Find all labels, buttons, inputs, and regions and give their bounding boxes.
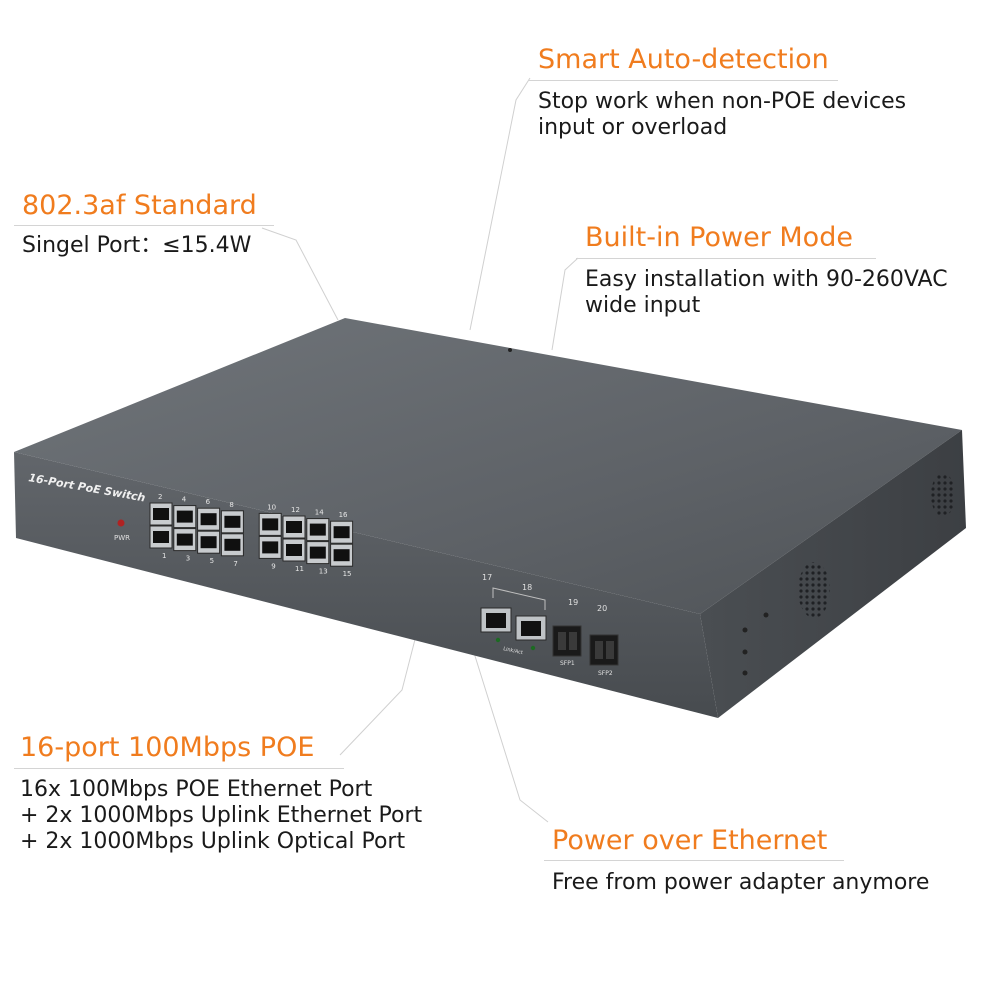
poe-port[interactable] <box>173 505 197 529</box>
callout-line: + 2x 1000Mbps Uplink Ethernet Port <box>20 803 423 828</box>
callout-line: 16x 100Mbps POE Ethernet Port <box>20 777 373 802</box>
uplink-port-18[interactable] <box>515 615 547 641</box>
poe-port[interactable] <box>258 512 282 536</box>
port-number-label: 11 <box>295 565 304 573</box>
sfp2-label: SFP2 <box>598 670 613 677</box>
callout-title: 16-port 100Mbps POE <box>20 732 315 763</box>
poe-port[interactable] <box>173 528 197 552</box>
leader-lines <box>261 77 579 823</box>
poe-port[interactable] <box>149 502 173 526</box>
callout-line: Free from power adapter anymore <box>552 870 930 895</box>
uplink-number-17: 17 <box>482 573 492 582</box>
callout-standard: 802.3af Standard Singel Port：≤15.4W <box>22 189 257 259</box>
callout-poe: Power over Ethernet Free from power adap… <box>552 824 929 896</box>
sfp-port-19[interactable] <box>552 625 582 657</box>
poe-port[interactable] <box>306 518 330 542</box>
port-number-label: 3 <box>186 555 190 563</box>
callout-line: Stop work when non-POE devices <box>538 89 907 114</box>
port-number-label: 5 <box>210 557 214 565</box>
divider <box>576 258 876 259</box>
power-label: PWR <box>114 534 130 542</box>
port-number-label: 10 <box>267 503 276 511</box>
callout-smart-auto-detection: Smart Auto-detection Stop work when non-… <box>538 43 906 141</box>
poe-port[interactable] <box>220 533 244 557</box>
callout-line: input or overload <box>538 115 728 140</box>
callout-power-mode: Built-in Power Mode Easy installation wi… <box>585 221 948 319</box>
port-number-label: 12 <box>291 506 300 514</box>
callout-line: wide input <box>585 293 701 318</box>
poe-port[interactable] <box>330 520 354 544</box>
poe-port[interactable] <box>330 543 354 567</box>
link-act-label: Link/Act <box>503 646 524 656</box>
poe-port[interactable] <box>149 525 173 549</box>
uplink-number-18: 18 <box>522 583 532 592</box>
port-number-label: 1 <box>162 552 166 560</box>
callout-line: Singel Port：≤15.4W <box>22 233 252 258</box>
sfp1-label: SFP1 <box>560 660 575 667</box>
divider <box>14 768 344 769</box>
poe-port[interactable] <box>197 507 221 531</box>
port-number-label: 16 <box>339 511 348 519</box>
callout-title: Smart Auto-detection <box>538 44 829 75</box>
link-led-18 <box>530 645 536 651</box>
callout-line: + 2x 1000Mbps Uplink Optical Port <box>20 829 406 854</box>
port-number-label: 15 <box>343 570 352 578</box>
uplink-port-17[interactable] <box>480 607 512 633</box>
vent-grille-rear <box>931 473 955 517</box>
link-led-17 <box>495 637 501 643</box>
uplink-number-20: 20 <box>597 604 607 613</box>
side-screws <box>508 348 769 676</box>
poe-port[interactable] <box>282 515 306 539</box>
port-number-label: 8 <box>229 501 233 509</box>
power-led <box>117 519 125 527</box>
uplink-number-19: 19 <box>568 598 578 607</box>
divider <box>14 225 274 226</box>
chassis-top <box>14 318 962 614</box>
sfp-port-20[interactable] <box>589 634 619 666</box>
poe-port[interactable] <box>306 541 330 565</box>
divider <box>544 860 844 861</box>
poe-port[interactable] <box>220 510 244 534</box>
vent-grille-front <box>798 562 830 618</box>
port-number-label: 9 <box>271 562 275 570</box>
port-number-label: 6 <box>206 498 211 506</box>
callout-title: Power over Ethernet <box>552 825 828 856</box>
port-number-label: 13 <box>319 568 328 576</box>
divider <box>528 80 838 81</box>
poe-port[interactable] <box>197 530 221 554</box>
port-number-label: 2 <box>158 493 162 501</box>
poe-port[interactable] <box>258 535 282 559</box>
poe-port[interactable] <box>282 538 306 562</box>
callout-title: 802.3af Standard <box>22 190 257 221</box>
port-number-label: 4 <box>182 496 187 504</box>
chassis-side <box>700 430 966 718</box>
uplink-area: 17 18 19 20 Link/Act SFP1 SFP2 <box>480 573 619 677</box>
port-number-label: 14 <box>315 509 324 517</box>
port-number-label: 7 <box>233 560 237 568</box>
callout-poe-ports: 16-port 100Mbps POE 16x 100Mbps POE Ethe… <box>20 731 422 855</box>
callout-title: Built-in Power Mode <box>585 222 853 253</box>
callout-line: Easy installation with 90-260VAC <box>585 267 948 292</box>
